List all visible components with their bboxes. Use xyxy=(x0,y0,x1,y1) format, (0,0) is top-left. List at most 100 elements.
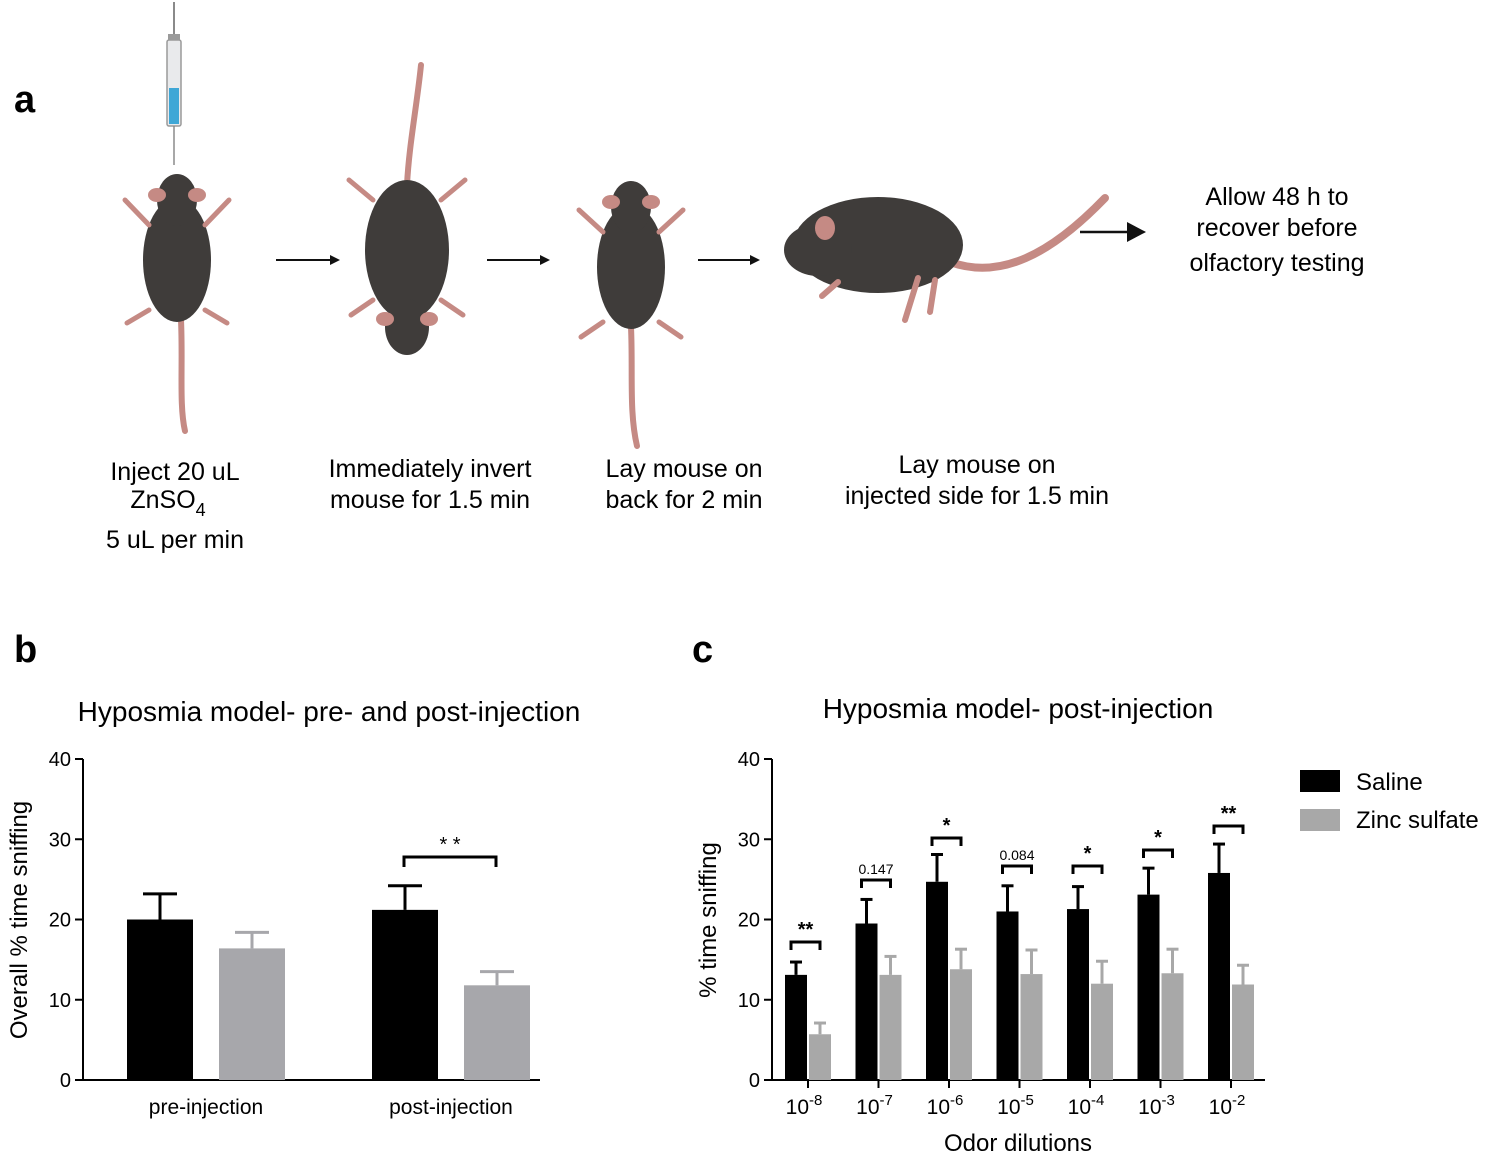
step-3-line-2: back for 2 min xyxy=(605,486,762,514)
x-tick-label-base: 10 xyxy=(997,1096,1020,1119)
chart-b: 0 10 20 30 40 pre-injection post-injection * * xyxy=(49,749,540,1119)
panel-label-a: a xyxy=(14,79,36,121)
legend-swatch-zinc-sulfate xyxy=(1300,809,1340,831)
significance-label: ** xyxy=(1221,803,1237,825)
y-tick-label: 20 xyxy=(49,910,71,932)
bar xyxy=(1067,909,1089,1080)
legend-swatch-saline xyxy=(1300,770,1340,792)
chart-c-y-axis-label: % time sniffing xyxy=(695,842,722,998)
x-tick-label-exponent: -3 xyxy=(1162,1092,1175,1109)
step-4-line-2: injected side for 1.5 min xyxy=(845,482,1109,510)
x-tick-label-base: 10 xyxy=(856,1096,879,1119)
bar xyxy=(1137,894,1160,1080)
x-tick-label-base: 10 xyxy=(1138,1096,1161,1119)
bar xyxy=(372,909,438,1080)
significance-bracket xyxy=(860,878,892,888)
significance-bracket xyxy=(789,940,822,950)
mouse-side-icon xyxy=(784,194,1109,323)
x-tick-label: pre-injection xyxy=(149,1096,263,1119)
significance-bracket xyxy=(1001,864,1033,874)
significance-label: * xyxy=(1084,843,1092,865)
y-tick-label: 10 xyxy=(49,990,71,1012)
x-tick-label: 10-8 xyxy=(786,1092,823,1119)
mouse-inverted-icon xyxy=(346,62,468,355)
syringe-icon xyxy=(166,2,182,165)
significance-label: * xyxy=(943,815,951,837)
legend-label-zinc-sulfate: Zinc sulfate xyxy=(1356,807,1479,834)
x-tick-label-base: 10 xyxy=(786,1096,809,1119)
y-tick-label: 40 xyxy=(49,749,71,771)
significance-label: ** xyxy=(798,919,814,941)
x-tick-label-base: 10 xyxy=(927,1096,950,1119)
bar xyxy=(950,969,972,1080)
x-tick-label: post-injection xyxy=(389,1096,513,1119)
legend-label-saline: Saline xyxy=(1356,769,1423,796)
x-tick-label-exponent: -4 xyxy=(1091,1092,1104,1109)
x-tick-label: 10-3 xyxy=(1138,1092,1175,1119)
x-tick-label-exponent: -6 xyxy=(950,1092,963,1109)
bar xyxy=(1020,974,1043,1080)
y-tick-label: 10 xyxy=(738,990,760,1012)
significance-label: 0.147 xyxy=(858,861,893,877)
x-tick-label-exponent: -2 xyxy=(1232,1092,1245,1109)
step-2-line-1: Immediately invert xyxy=(329,455,532,483)
bar xyxy=(1208,872,1230,1080)
bar xyxy=(1161,973,1184,1080)
step-1-line-3: 5 uL per min xyxy=(106,526,244,554)
significance-bracket xyxy=(402,855,498,867)
step-1-line-1: Inject 20 uL xyxy=(110,458,239,486)
chart-c-legend: Saline Zinc sulfate xyxy=(1300,769,1479,834)
bar xyxy=(855,923,878,1080)
bar xyxy=(785,974,807,1080)
x-tick-label: 10-5 xyxy=(997,1092,1034,1119)
step-1-formula-subscript: 4 xyxy=(196,500,206,520)
chart-b-title: Hyposmia model- pre- and post-injection xyxy=(78,696,581,727)
mouse-back-icon xyxy=(576,181,686,449)
panel-label-c: c xyxy=(692,629,713,671)
x-tick-label: 10-2 xyxy=(1209,1092,1246,1119)
bar xyxy=(879,974,902,1080)
significance-label: * * xyxy=(439,834,460,856)
significance-bracket xyxy=(930,836,963,846)
step-1-formula: ZnSO xyxy=(130,486,195,514)
significance-bracket xyxy=(1212,824,1245,834)
step-1-line-2: ZnSO4 xyxy=(130,486,205,520)
step-5-line-1: Allow 48 h to xyxy=(1205,183,1348,211)
x-tick-label-base: 10 xyxy=(1068,1096,1091,1119)
x-tick-label-exponent: -7 xyxy=(880,1092,893,1109)
step-5-line-3: olfactory testing xyxy=(1189,249,1364,277)
x-tick-label: 10-4 xyxy=(1068,1092,1105,1119)
step-5-line-2: recover before xyxy=(1196,214,1357,242)
y-tick-label: 30 xyxy=(49,829,71,851)
chart-c-x-axis-label: Odor dilutions xyxy=(944,1130,1092,1154)
bar xyxy=(219,948,285,1080)
x-tick-label-base: 10 xyxy=(1209,1096,1232,1119)
significance-label: 0.084 xyxy=(999,847,1034,863)
x-tick-label-exponent: -5 xyxy=(1021,1092,1034,1109)
y-tick-label: 0 xyxy=(749,1070,760,1092)
significance-bracket xyxy=(1071,864,1104,874)
y-tick-label: 30 xyxy=(738,829,760,851)
significance-label: * xyxy=(1154,827,1162,849)
bar xyxy=(996,911,1019,1080)
y-tick-label: 20 xyxy=(738,910,760,932)
chart-c-title: Hyposmia model- post-injection xyxy=(823,693,1214,724)
x-tick-label: 10-7 xyxy=(856,1092,893,1119)
bar xyxy=(464,985,530,1080)
y-tick-label: 0 xyxy=(60,1070,71,1092)
significance-bracket xyxy=(1142,848,1174,858)
step-3-line-1: Lay mouse on xyxy=(605,455,762,483)
bar xyxy=(1232,984,1254,1080)
bar xyxy=(926,881,948,1080)
step-4-line-1: Lay mouse on xyxy=(898,451,1055,479)
chart-b-y-axis-label: Overall % time sniffing xyxy=(6,801,33,1039)
step-2-line-2: mouse for 1.5 min xyxy=(330,486,530,514)
bar xyxy=(809,1034,831,1080)
x-tick-label: 10-6 xyxy=(927,1092,964,1119)
mouse-dorsal-icon xyxy=(122,174,232,434)
bar xyxy=(1091,983,1113,1080)
bar xyxy=(127,919,193,1080)
panel-label-b: b xyxy=(14,629,37,671)
